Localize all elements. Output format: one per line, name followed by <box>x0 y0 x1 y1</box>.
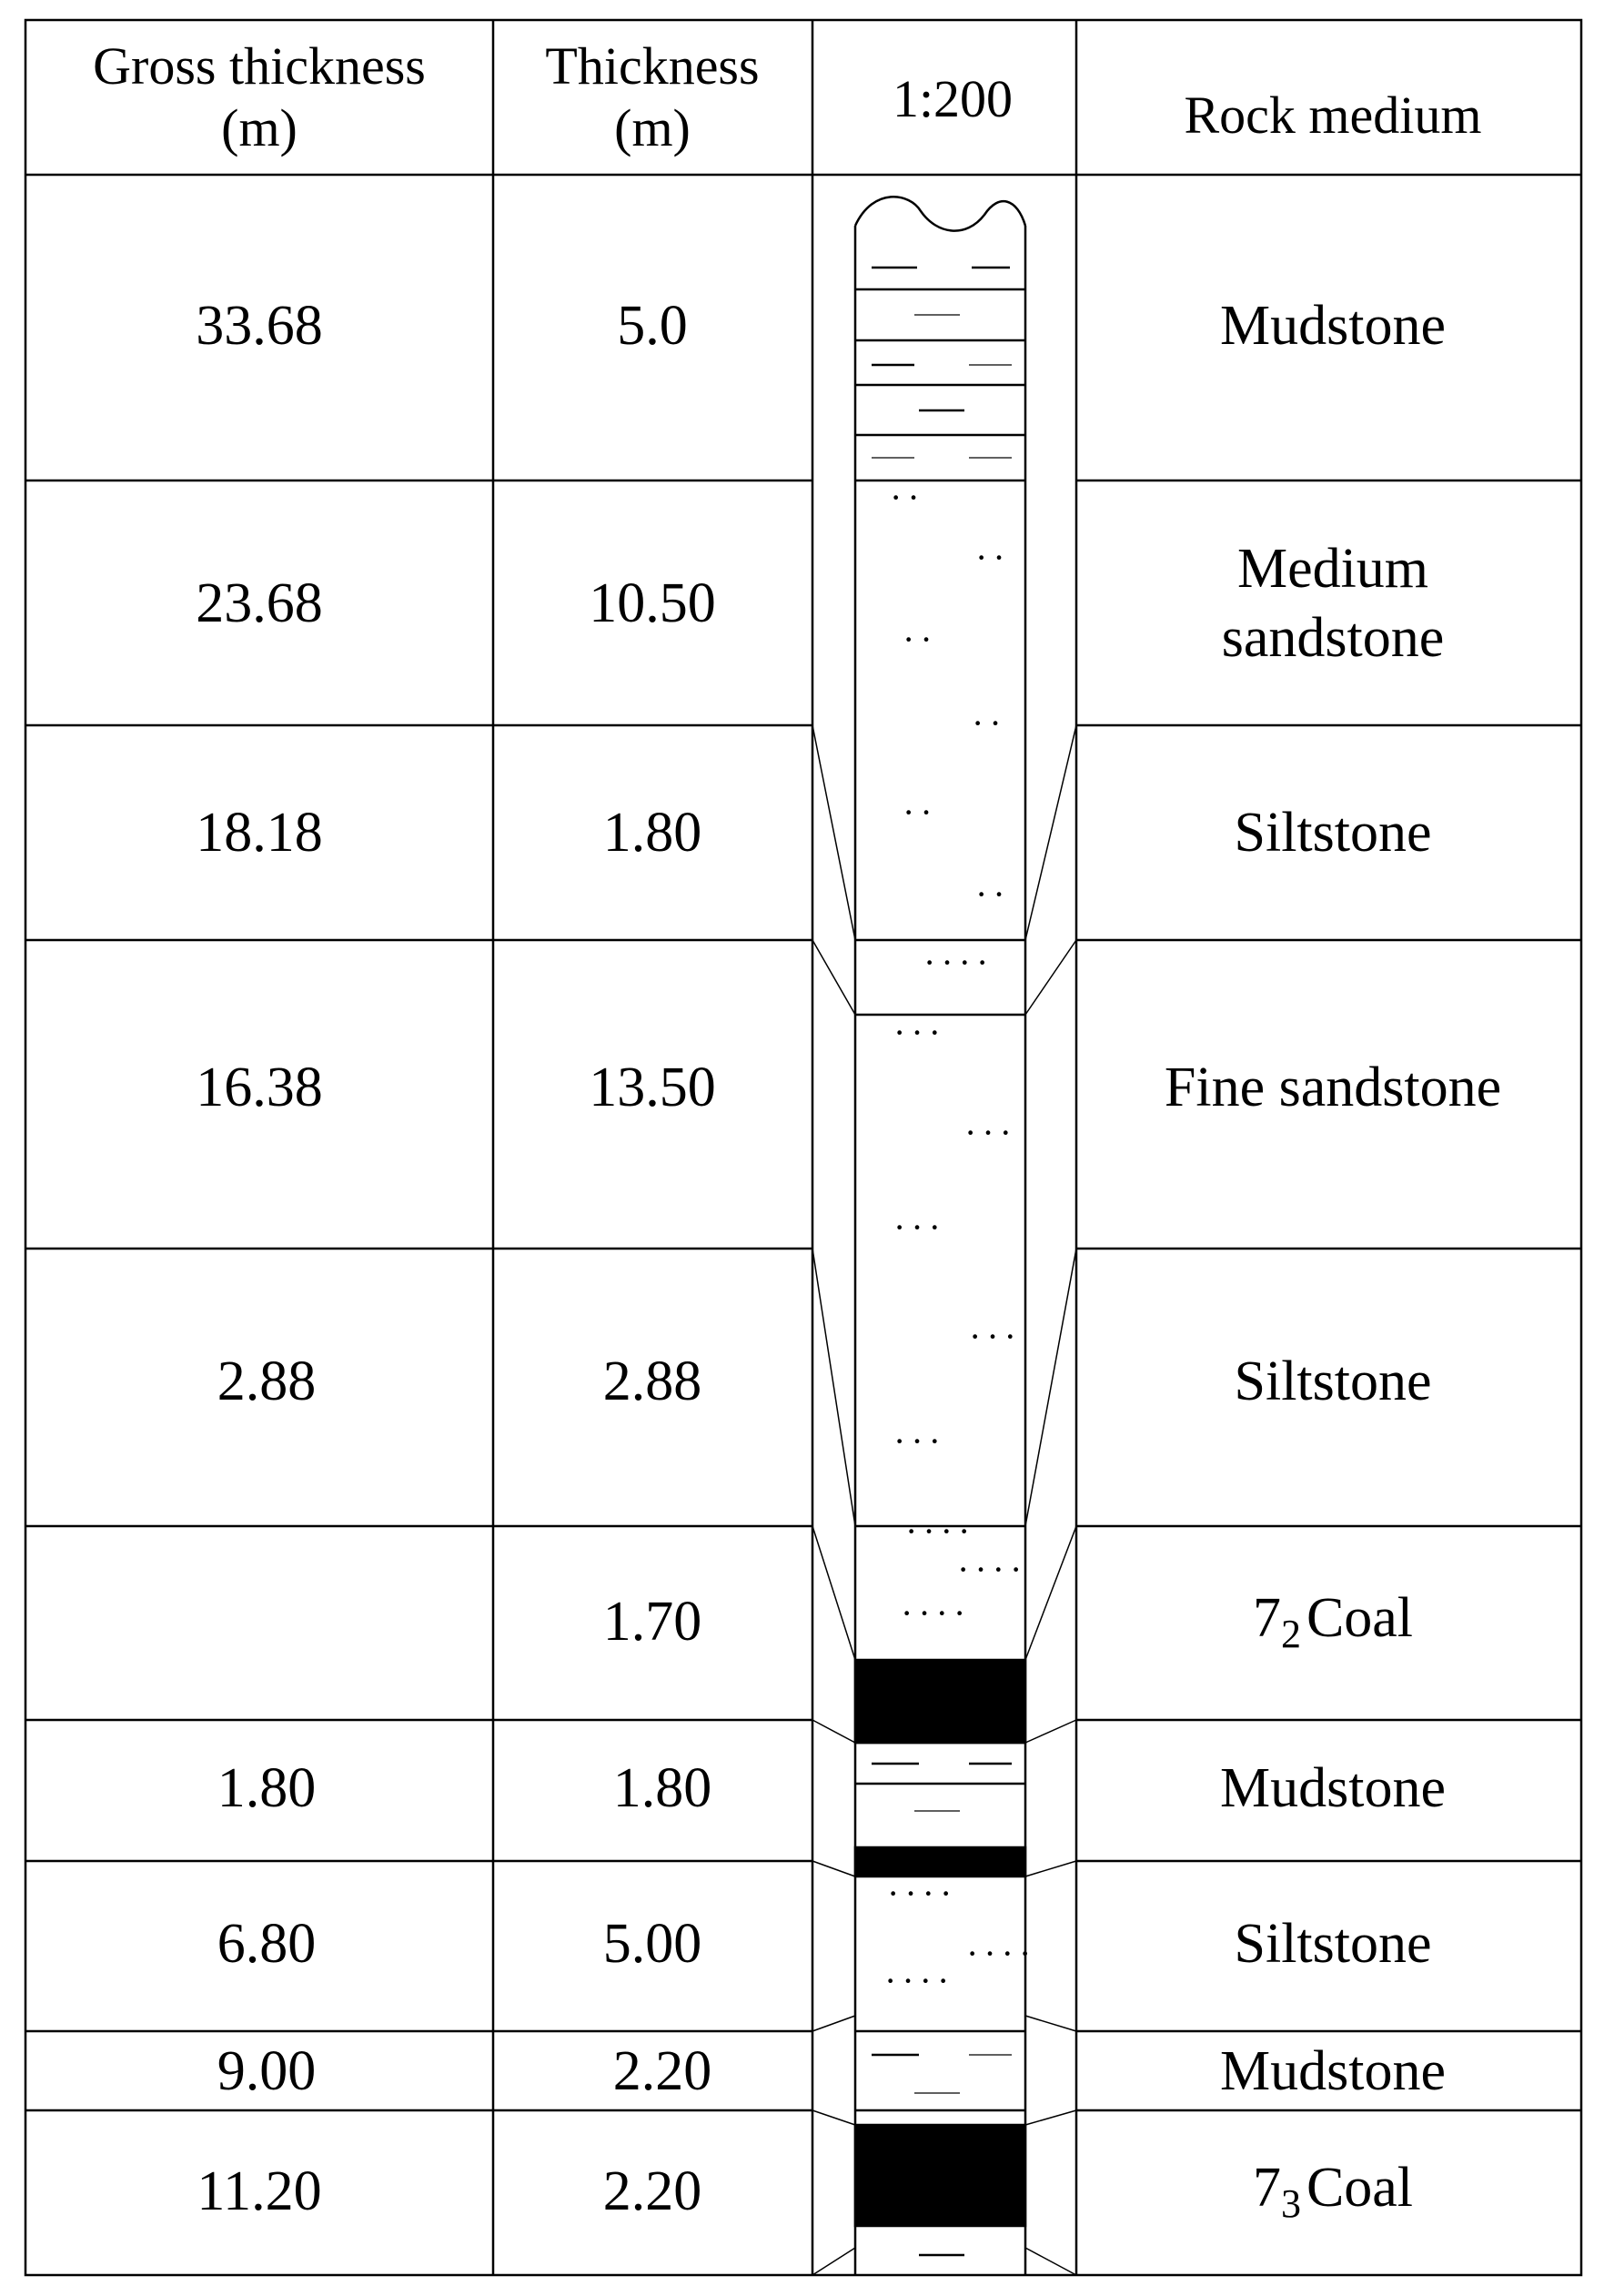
gross-thickness-cell: 33.68 <box>196 295 323 357</box>
correlation-line <box>812 2109 856 2126</box>
table-border <box>24 18 1583 2277</box>
table-header: Gross thickness (m) Thickness (m) 1:200 … <box>93 36 1481 157</box>
sandstone-dots: ·· <box>972 703 1007 743</box>
correlation-line <box>1024 939 1077 1016</box>
correlation-line <box>812 1860 856 1877</box>
thickness-cell: 2.88 <box>603 1350 702 1412</box>
rock-medium-cell: Siltstone <box>1234 1913 1431 1975</box>
correlation-line <box>1024 1248 1077 1527</box>
thickness-cell: 1.70 <box>603 1591 702 1653</box>
sandstone-dots: ·· <box>975 874 1011 915</box>
correlation-line <box>1024 2015 1077 2032</box>
header-rock-medium: Rock medium <box>1184 86 1481 145</box>
correlation-line <box>1024 1860 1077 1877</box>
siltstone-dots: ···· <box>887 1873 957 1914</box>
rock-medium-cell: Fine sandstone <box>1165 1057 1501 1118</box>
gross-thickness-cell: 6.80 <box>217 1913 317 1975</box>
fine-sandstone-dots: ··· <box>893 1421 946 1462</box>
header-thickness: Thickness <box>545 36 759 96</box>
rock-medium-cell: Mudstone <box>1220 295 1446 357</box>
siltstone-dots: ···· <box>957 1549 1027 1590</box>
fine-sandstone-dots: ··· <box>969 1316 1022 1357</box>
thickness-cell: 13.50 <box>589 1057 716 1118</box>
gross-thickness-cell: 1.80 <box>217 1757 317 1819</box>
header-gross-thickness: Gross thickness <box>93 36 426 96</box>
coal-seam-7-3 <box>853 2123 1027 2228</box>
correlation-line <box>1024 724 1077 941</box>
gross-thickness-cell: 2.88 <box>217 1350 317 1412</box>
gross-thickness-cell: 16.38 <box>196 1057 323 1118</box>
table-body: 33.68 5.0 Mudstone 23.68 10.50 Medium sa… <box>196 295 1501 2226</box>
thickness-cell: 10.50 <box>589 572 716 634</box>
correlation-line <box>1024 2247 1077 2276</box>
rock-medium-cell: Mudstone <box>1220 2040 1446 2102</box>
siltstone-dots: ···· <box>966 1933 1036 1974</box>
header-scale: 1:200 <box>893 69 1013 128</box>
correlation-line <box>812 939 856 1016</box>
sandstone-dots: ·· <box>890 477 925 518</box>
column-dot-symbols: ·· ·· ·· ·· ·· ·· ···· ··· ··· ··· ··· ·… <box>884 477 1036 2001</box>
siltstone-dots: ···· <box>905 1511 975 1552</box>
rock-medium-cell: Medium <box>1237 538 1428 600</box>
siltstone-dots: ···· <box>901 1593 971 1633</box>
correlation-line <box>812 724 856 941</box>
gross-thickness-cell: 9.00 <box>217 2040 317 2102</box>
thickness-cell: 2.20 <box>613 2040 712 2102</box>
header-thickness-unit: (m) <box>614 98 691 157</box>
gross-thickness-cell: 18.18 <box>196 802 323 864</box>
fine-sandstone-dots: ··· <box>893 1207 946 1248</box>
coal-seam-number: 7 <box>1253 1587 1281 1649</box>
rock-medium-cell: sandstone <box>1222 607 1445 669</box>
correlation-line <box>812 1719 856 1744</box>
correlation-line <box>1024 1719 1077 1744</box>
sandstone-dots: ·· <box>903 792 938 833</box>
fine-sandstone-dots: ··· <box>964 1112 1017 1153</box>
correlation-line <box>812 1525 856 1661</box>
rock-medium-cell: Siltstone <box>1234 1350 1431 1412</box>
coal-seam-subscript: 3 <box>1281 2181 1301 2226</box>
coal-seam-7-2 <box>853 1658 1027 1745</box>
table-grid <box>24 18 1583 2277</box>
coal-seam-word: Coal <box>1306 1587 1413 1649</box>
stratigraphic-column <box>812 196 1077 2276</box>
coal-seam-band <box>853 1846 1027 1878</box>
rock-medium-cell: 73Coal <box>1253 2157 1413 2226</box>
thickness-cell: 5.0 <box>617 295 688 357</box>
siltstone-dots: ···· <box>884 1960 954 2001</box>
fine-sandstone-dots: ··· <box>893 1012 946 1053</box>
thickness-cell: 5.00 <box>603 1913 702 1975</box>
thickness-cell: 1.80 <box>613 1757 712 1819</box>
correlation-line <box>1024 1525 1077 1661</box>
correlation-line <box>812 1248 856 1527</box>
rock-medium-cell: Mudstone <box>1220 1757 1446 1819</box>
rock-medium-cell: 72Coal <box>1253 1587 1413 1656</box>
gross-thickness-cell: 11.20 <box>197 2160 321 2222</box>
gross-thickness-cell: 23.68 <box>196 572 323 634</box>
coal-seam-subscript: 2 <box>1281 1612 1301 1656</box>
rock-medium-cell: Siltstone <box>1234 802 1431 864</box>
sandstone-dots: ·· <box>975 537 1011 578</box>
thickness-cell: 1.80 <box>603 802 702 864</box>
correlation-line <box>812 2247 856 2276</box>
header-gross-unit: (m) <box>221 98 298 157</box>
siltstone-dots: ···· <box>923 942 994 983</box>
correlation-line <box>1024 2109 1077 2126</box>
coal-seam-word: Coal <box>1306 2157 1413 2219</box>
coal-seam-number: 7 <box>1253 2157 1281 2219</box>
correlation-line <box>812 2015 856 2032</box>
thickness-cell: 2.20 <box>603 2160 702 2222</box>
column-wavy-top <box>853 196 1027 232</box>
sandstone-dots: ·· <box>903 619 938 660</box>
